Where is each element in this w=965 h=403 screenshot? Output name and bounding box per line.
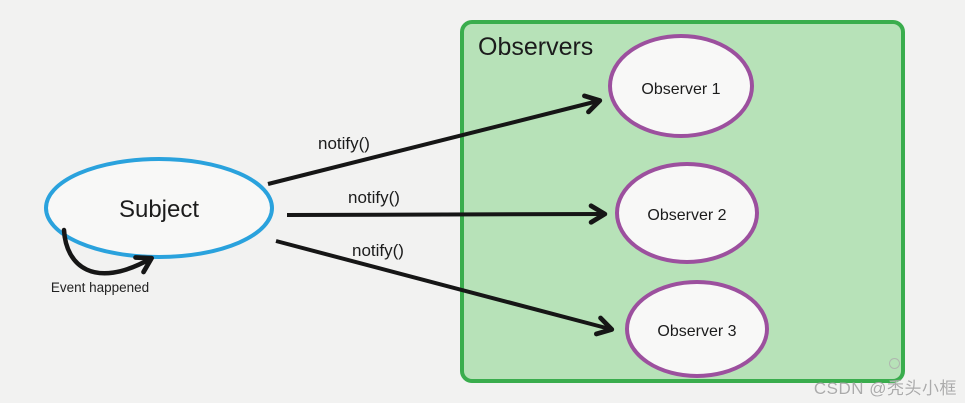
observer-node-label-2: Observer 2: [647, 207, 726, 224]
observer-node-3: [625, 280, 769, 378]
notify-arrow-label-2: notify(): [348, 188, 400, 207]
observer-node-2: [615, 162, 759, 264]
subject-node: [44, 157, 274, 259]
watermark: CSDN @秃头小框: [813, 379, 957, 398]
observer-node-label-1: Observer 1: [641, 81, 720, 98]
subject-label: Subject: [119, 196, 199, 223]
self-loop-label: Event happened: [51, 280, 149, 295]
observer-node-label-3: Observer 3: [657, 323, 736, 340]
observer-node-1: [608, 34, 754, 138]
self-loop-arrow: [61, 227, 154, 276]
watermark-logo-icon: [889, 358, 900, 369]
notify-arrow-2: [286, 203, 608, 225]
notify-arrow-1: [267, 93, 603, 186]
observers-box-title: Observers: [478, 33, 593, 61]
notify-arrow-3: [275, 239, 615, 337]
notify-arrow-label-3: notify(): [352, 241, 404, 260]
notify-arrow-label-1: notify(): [318, 134, 370, 153]
